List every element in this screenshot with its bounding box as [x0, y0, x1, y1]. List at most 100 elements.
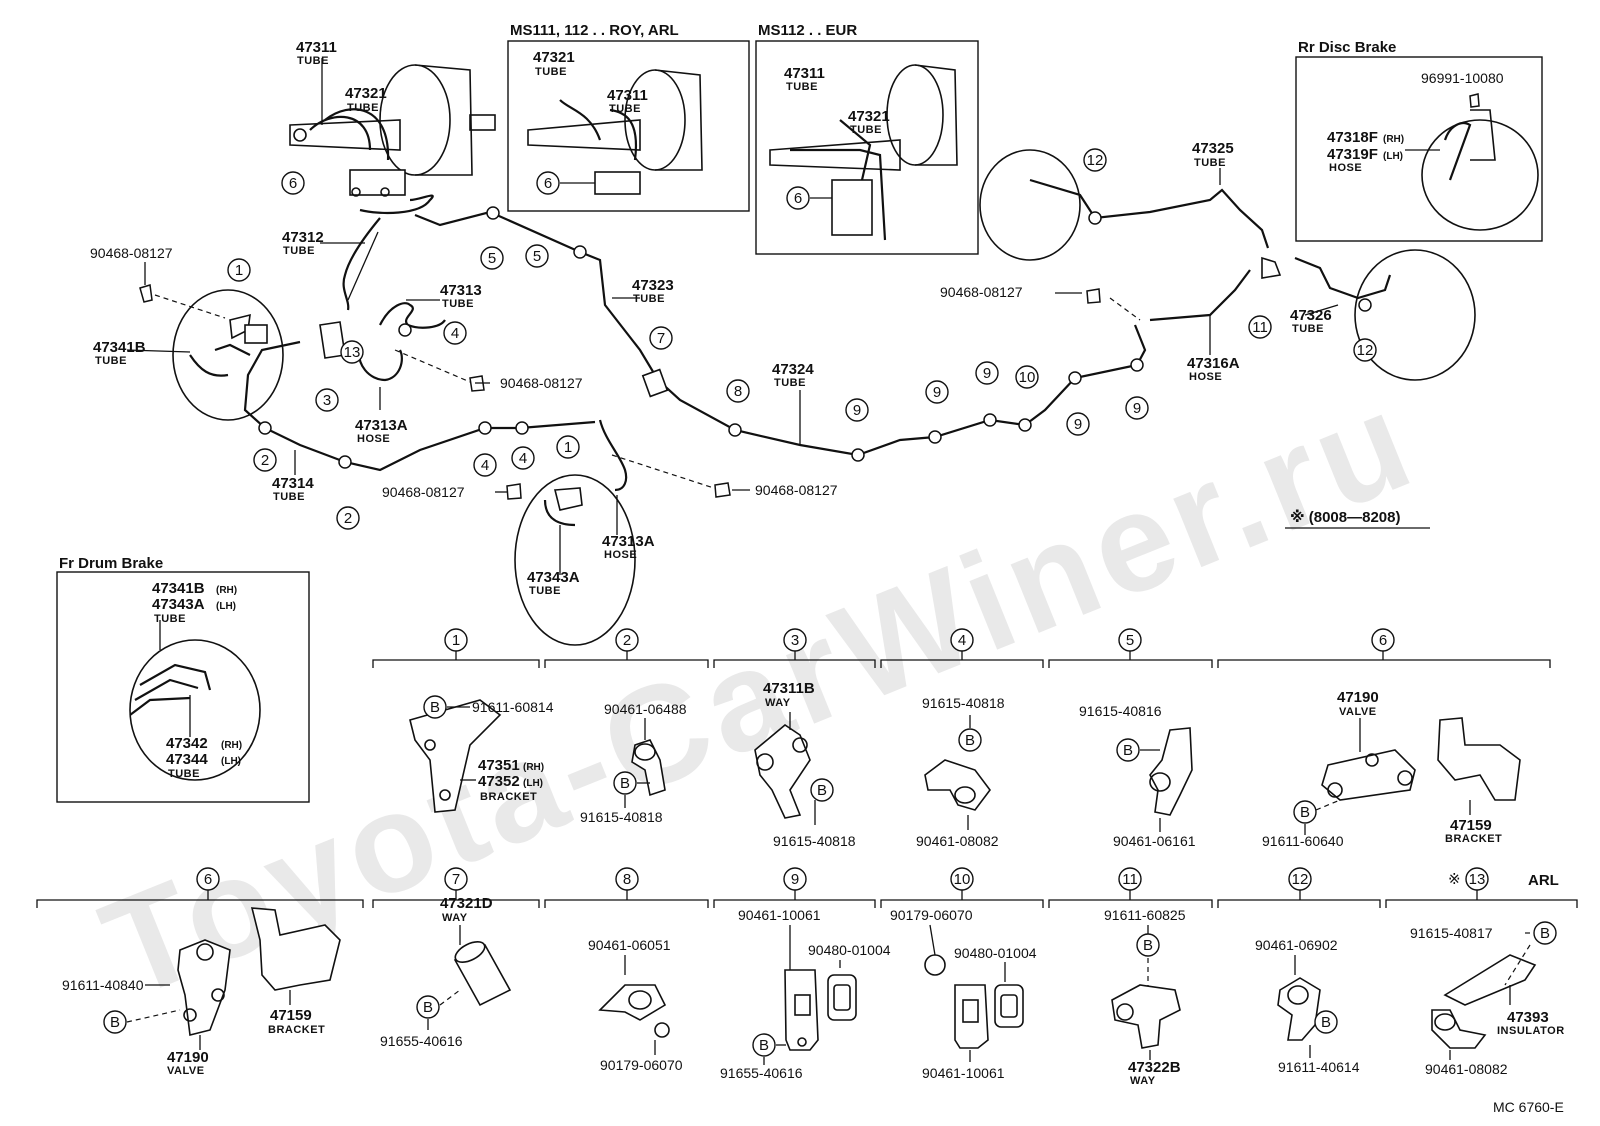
label-rh: (RH): [221, 740, 242, 751]
part-number: 47351: [478, 757, 520, 774]
arl-label: ARL: [1528, 872, 1559, 889]
part-number: 91655-40616: [380, 1033, 463, 1049]
part-number: 91611-40614: [1278, 1059, 1360, 1075]
marker: 4: [451, 325, 459, 342]
front-right-backing-plate: [514, 474, 636, 646]
label-47325: 47325: [1192, 140, 1234, 157]
detail-number: 4: [958, 632, 966, 649]
part-suffix: (LH): [523, 778, 543, 789]
part-number: 47322B: [1128, 1059, 1181, 1076]
label-47323: 47323: [632, 277, 674, 294]
part-number: 47159: [1450, 817, 1492, 834]
part-number: 90480-01004: [954, 945, 1037, 961]
b-marker: B: [1300, 804, 1310, 821]
detail-number: 7: [452, 871, 460, 888]
detail-number: 5: [1126, 632, 1134, 649]
label-47344: 47344: [166, 751, 208, 768]
label-rh: (RH): [1383, 134, 1404, 145]
label-47342: 47342: [166, 735, 208, 752]
part-number: 91615-40816: [1079, 703, 1162, 719]
label-tube: TUBE: [1292, 323, 1324, 335]
part-number: 47393: [1507, 1009, 1549, 1026]
part-number: 90461-06051: [588, 937, 671, 953]
marker: 11: [1252, 319, 1268, 336]
marker: 9: [933, 384, 941, 401]
marker: 1: [564, 439, 572, 456]
marker: 9: [983, 365, 991, 382]
detail-number: 6: [1379, 632, 1387, 649]
marker: 7: [657, 330, 665, 347]
part-number: 90461-06161: [1113, 833, 1196, 849]
part-number: 91615-40818: [773, 833, 856, 849]
label-47319f: 47319F: [1327, 146, 1378, 163]
marker: 3: [323, 392, 331, 409]
detail-number: 6: [204, 871, 212, 888]
label-47313a: 47313A: [355, 417, 408, 434]
b-marker: B: [759, 1037, 769, 1054]
inset-title: MS112 . . EUR: [758, 22, 857, 39]
label-tube: TUBE: [633, 293, 665, 305]
part-number: 90461-08082: [916, 833, 999, 849]
period-note: ※ (8008—8208): [1290, 508, 1400, 526]
fr-drum-brake-inset: Fr Drum Brake 47341B (RH) 47343A (LH) TU…: [56, 555, 310, 803]
marker: 12: [1357, 342, 1374, 359]
part-number: 91655-40616: [720, 1065, 803, 1081]
label-47318f: 47318F: [1327, 129, 1378, 146]
label-47313a-2: 47313A: [602, 533, 655, 550]
label-47312: 47312: [282, 229, 324, 246]
label-96991-10080: 96991-10080: [1421, 70, 1504, 86]
b-marker: B: [1123, 742, 1133, 759]
label-47321: 47321: [533, 49, 575, 66]
part-number: 90461-10061: [738, 907, 821, 923]
b-marker: B: [1540, 925, 1550, 942]
label-hose: HOSE: [1189, 371, 1222, 383]
part-number: 47190: [167, 1049, 209, 1066]
star-mark: ※: [1448, 871, 1461, 888]
b-marker: B: [110, 1014, 120, 1031]
part-number: 90179-06070: [890, 907, 973, 923]
ms112-inset: MS112 . . EUR 47311 TUBE 47321 TUBE 6: [755, 22, 979, 255]
label-47321: 47321: [848, 108, 890, 125]
label-tube: TUBE: [168, 768, 200, 780]
part-number: 90461-08082: [1425, 1061, 1508, 1077]
detail-number: 13: [1469, 871, 1486, 888]
detail-number: 11: [1122, 871, 1138, 888]
label-tube: TUBE: [774, 377, 806, 389]
marker: 4: [519, 450, 527, 467]
b-marker: B: [817, 782, 827, 799]
part-number: 90480-01004: [808, 942, 891, 958]
part-number: 90461-10061: [922, 1065, 1005, 1081]
clip-label: 90468-08127: [382, 484, 465, 500]
label-47326: 47326: [1290, 307, 1332, 324]
part-desc: BRACKET: [268, 1024, 325, 1036]
rear-left-backing-plate: [979, 149, 1081, 261]
part-desc: VALVE: [1339, 706, 1377, 718]
label-lh: (LH): [216, 601, 236, 612]
label-tube: TUBE: [283, 245, 315, 257]
part-number: 47321D: [440, 895, 493, 912]
label-tube: TUBE: [347, 102, 379, 114]
marker: 6: [544, 175, 552, 192]
label-tube: TUBE: [850, 124, 882, 136]
inset-title: Fr Drum Brake: [59, 555, 163, 572]
label-hose: HOSE: [604, 549, 637, 561]
b-marker: B: [1321, 1014, 1331, 1031]
label-tube: TUBE: [154, 613, 186, 625]
marker: 12: [1087, 152, 1104, 169]
label-47313: 47313: [440, 282, 482, 299]
part-number: 47352: [478, 773, 520, 790]
clip-label: 90468-08127: [940, 284, 1023, 300]
watermark: Toyota-CarWiner.ru: [82, 360, 1435, 1028]
rr-disc-brake-inset: Rr Disc Brake 96991-10080 47318F (RH) 47…: [1295, 39, 1543, 242]
label-tube: TUBE: [273, 491, 305, 503]
detail-row-1: 1 2 3 4 5 6 B 91611-60814 47351 (RH) 473…: [372, 628, 1551, 849]
label-47343a: 47343A: [527, 569, 580, 586]
clip-label: 90468-08127: [500, 375, 583, 391]
label-tube: TUBE: [786, 81, 818, 93]
inset-title: MS111, 112 . . ROY, ARL: [510, 22, 679, 39]
marker: 4: [481, 457, 489, 474]
ms111-inset: MS111, 112 . . ROY, ARL 47321 TUBE 47311…: [507, 22, 750, 212]
part-number: 90179-06070: [600, 1057, 683, 1073]
label-hose: HOSE: [1329, 162, 1362, 174]
label-tube: TUBE: [442, 298, 474, 310]
